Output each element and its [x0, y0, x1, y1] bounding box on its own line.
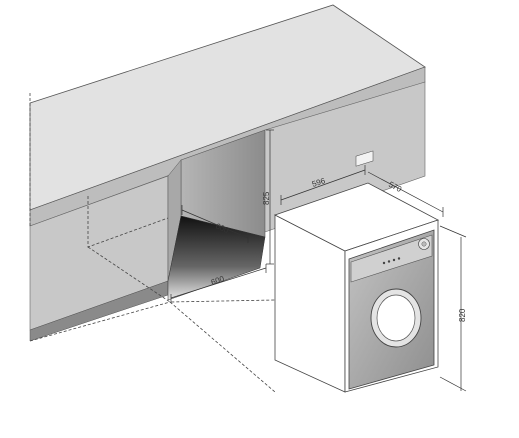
control-panel [350, 234, 433, 283]
right-cabinet-front [264, 81, 426, 233]
dimension-lines [170, 129, 467, 392]
dim-label-niche-width: 596 [311, 176, 327, 189]
dim-label-niche-height: 825 [262, 191, 271, 205]
program-buttons [382, 257, 401, 265]
dim-label-appliance-height: 820 [458, 308, 467, 322]
porthole-glass [376, 294, 416, 342]
dim-label-niche-depth-floor: 600 [210, 274, 226, 287]
program-knob-center [421, 241, 427, 247]
niche-floor [167, 215, 266, 301]
dashed-guides [29, 93, 276, 393]
display-window [355, 150, 374, 167]
